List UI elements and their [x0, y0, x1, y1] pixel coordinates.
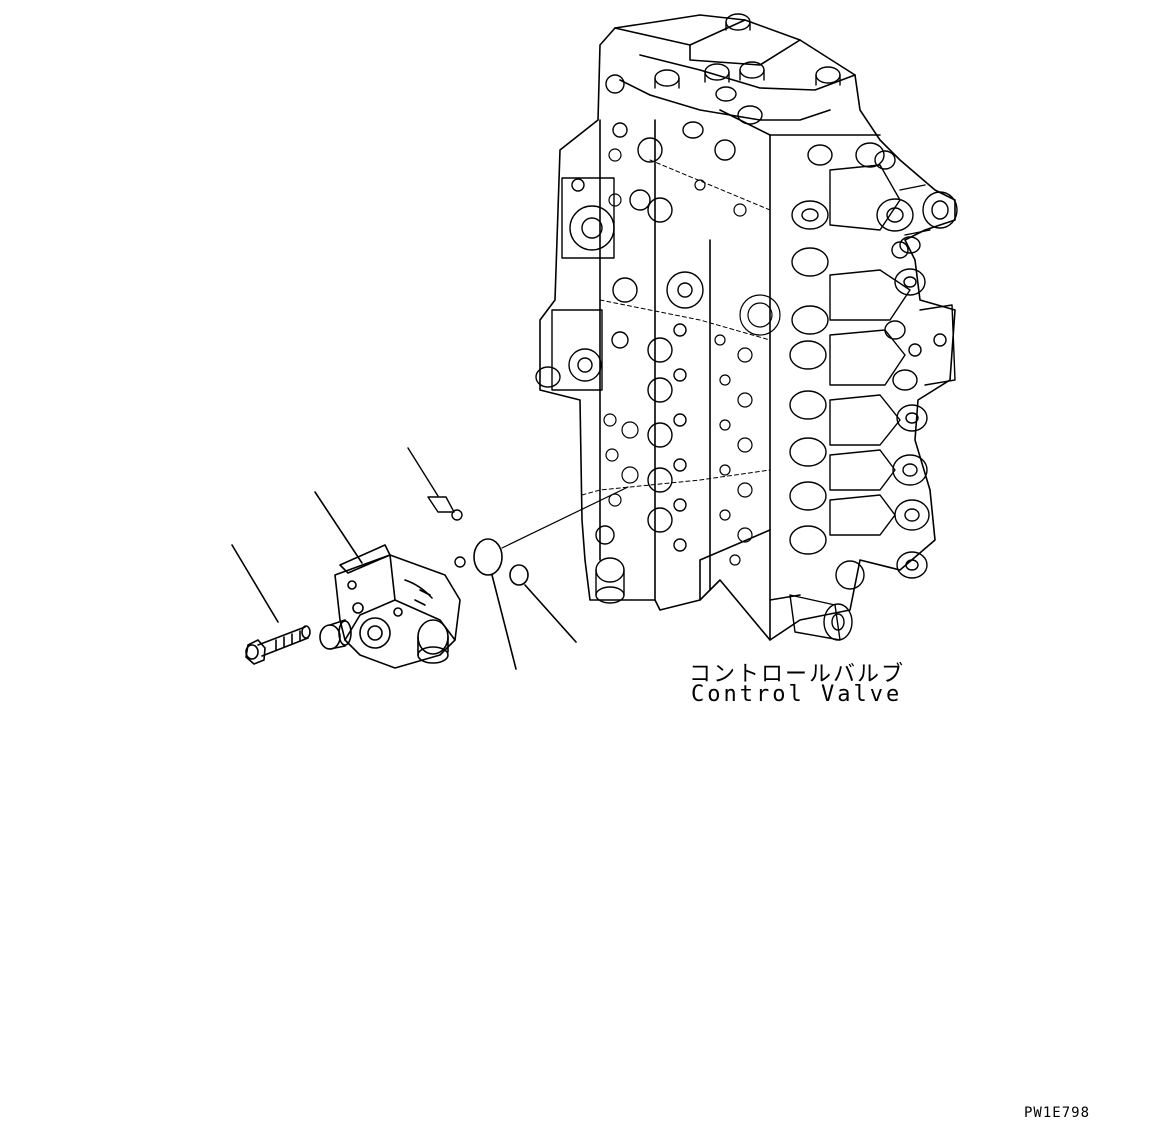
relief-valve-block: [315, 492, 460, 668]
component-label-japanese: コントロールバルブ: [689, 662, 906, 687]
leader-line-valve: [502, 487, 628, 548]
small-o-rings: [408, 448, 465, 567]
large-o-ring: [474, 539, 516, 669]
mounting-bolt: [232, 545, 310, 664]
component-label-english: Control Valve: [691, 682, 903, 707]
drawing-code: PW1E798: [1024, 1105, 1091, 1121]
medium-o-ring: [510, 565, 576, 642]
control-valve-assembly: [536, 14, 957, 640]
